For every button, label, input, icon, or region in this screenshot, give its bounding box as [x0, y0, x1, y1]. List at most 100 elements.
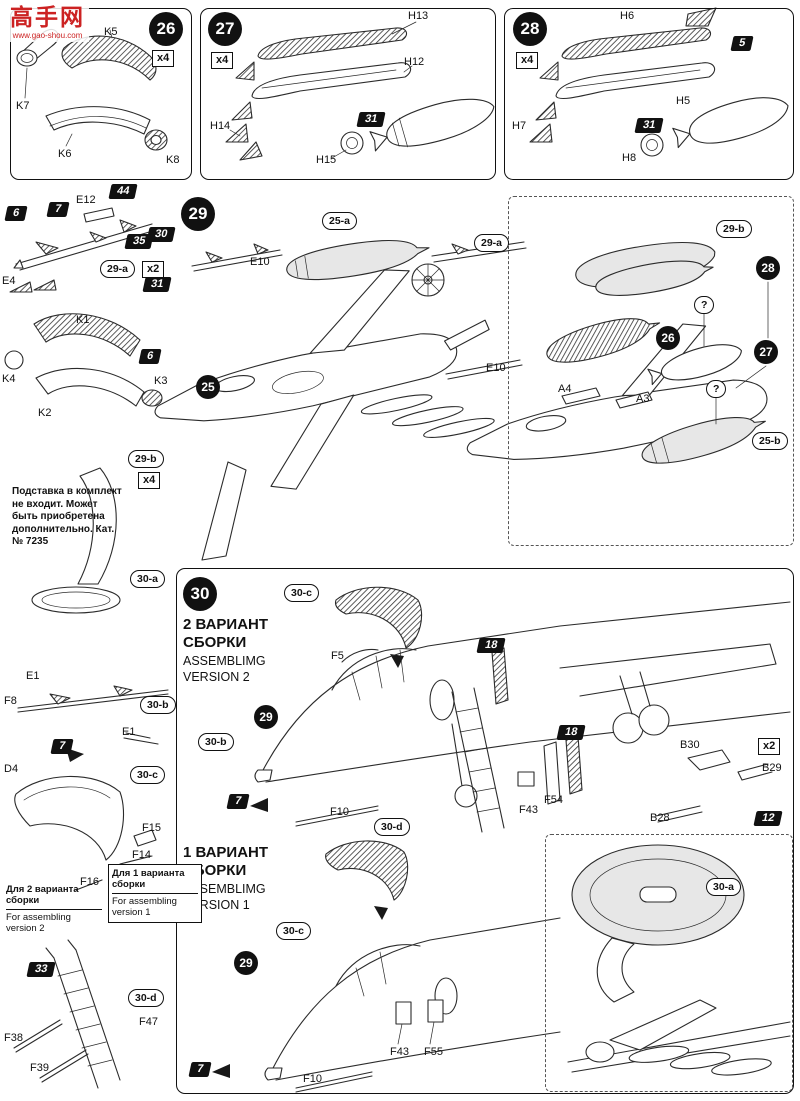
label-oval-25-a: 25-a: [322, 212, 358, 230]
note-version1-ru: Для 1 варианта сборки: [112, 868, 198, 894]
label-plain-k3: K3: [154, 375, 168, 387]
label-oval-29-b: 29-b: [128, 450, 164, 468]
label-plain-h5: H5: [676, 95, 691, 107]
note-version1-en: For assembling version 1: [112, 895, 177, 919]
panel-step26: [10, 8, 192, 180]
label-plain-h8: H8: [622, 152, 637, 164]
note-version2-en: For assembling version 2: [6, 911, 71, 935]
label-qty-x2: x2: [758, 738, 781, 755]
stand-dashed-box: [545, 834, 793, 1092]
note-version1: Для 1 варианта сборки For assembling ver…: [108, 864, 202, 923]
label-plain-e1: E1: [122, 726, 136, 738]
label-step-28: 28: [513, 12, 547, 46]
label-plain-b29: B29: [762, 762, 782, 774]
label-ref-27: 27: [754, 340, 778, 364]
label-plain-b30: B30: [680, 739, 700, 751]
label-step-27: 27: [208, 12, 242, 46]
label-plain-k5: K5: [104, 26, 118, 38]
label-qty-x2: x2: [142, 261, 165, 278]
left-column-parts-drawing: [13, 685, 169, 1089]
label-oval-q: ?: [706, 380, 727, 398]
label-plain-h6: H6: [620, 10, 635, 22]
label-oval-30-c: 30-c: [284, 584, 320, 602]
label-badge-7: 7: [226, 794, 250, 809]
label-oval-30-d: 30-d: [128, 989, 164, 1007]
label-badge-5: 5: [730, 36, 754, 51]
label-plain-h7: H7: [512, 120, 527, 132]
label-badge-31: 31: [142, 277, 172, 292]
version2-heading: 2 ВАРИАНТ СБОРКИ ASSEMBLIMG VERSION 2: [183, 616, 307, 685]
label-plain-f10: F10: [330, 806, 349, 818]
label-plain-f10: F10: [303, 1073, 322, 1085]
label-plain-f55: F55: [424, 1046, 443, 1058]
label-ref-26: 26: [656, 326, 680, 350]
label-plain-k7: K7: [16, 100, 30, 112]
label-plain-e10: E10: [486, 362, 506, 374]
panel-step30: [176, 568, 794, 1094]
label-oval-25-b: 25-b: [752, 432, 788, 450]
label-plain-e12: E12: [76, 194, 96, 206]
label-plain-f43: F43: [390, 1046, 409, 1058]
label-oval-29-b: 29-b: [716, 220, 752, 238]
label-qty-x4: x4: [211, 52, 234, 69]
label-plain-f5: F5: [331, 650, 344, 662]
label-plain-f47: F47: [139, 1016, 158, 1028]
label-plain-h13: H13: [408, 10, 429, 22]
label-plain-k1: K1: [76, 314, 90, 326]
label-plain-h14: H14: [210, 120, 231, 132]
label-oval-30-c: 30-c: [130, 766, 166, 784]
label-badge-7: 7: [188, 1062, 212, 1077]
label-oval-30-b: 30-b: [140, 696, 176, 714]
label-badge-6: 6: [4, 206, 28, 221]
label-plain-e1: E1: [26, 670, 40, 682]
label-plain-e4: E4: [2, 275, 16, 287]
optional-weapons-drawing: [546, 260, 769, 464]
label-badge-31: 31: [356, 112, 386, 127]
label-plain-a3: A3: [636, 393, 650, 405]
label-ref-28: 28: [756, 256, 780, 280]
display-stand-drawing: [31, 467, 121, 614]
label-plain-d4: D4: [4, 763, 19, 775]
step30-v1-drawing: [212, 840, 561, 1093]
label-badge-30: 30: [146, 227, 176, 242]
label-plain-h12: H12: [404, 56, 425, 68]
stand-and-loadout-drawing: [567, 844, 791, 1076]
label-plain-f54: F54: [544, 794, 563, 806]
label-ref-29: 29: [234, 951, 258, 975]
version2-heading-en: ASSEMBLIMG VERSION 2: [183, 654, 266, 684]
label-step-29: 29: [181, 197, 215, 231]
label-plain-f8: F8: [4, 695, 17, 707]
label-badge-18: 18: [556, 725, 586, 740]
label-plain-k2: K2: [38, 407, 52, 419]
label-badge-18: 18: [476, 638, 506, 653]
label-plain-b28: B28: [650, 812, 670, 824]
label-plain-f43: F43: [519, 804, 538, 816]
label-plain-f14: F14: [132, 849, 151, 861]
label-badge-12: 12: [753, 811, 783, 826]
label-oval-30-a: 30-a: [706, 878, 742, 896]
step28-parts-drawing: [529, 7, 789, 157]
label-qty-x4: x4: [138, 472, 161, 489]
label-plain-f39: F39: [30, 1062, 49, 1074]
step27-parts-drawing: [225, 21, 495, 161]
label-plain-a4: A4: [558, 383, 572, 395]
panel-step27: [200, 8, 496, 180]
label-badge-44: 44: [108, 184, 138, 199]
watermark-text: 高手网: [10, 4, 85, 30]
note-version2-ru: Для 2 варианта сборки: [6, 884, 102, 910]
label-step-30: 30: [183, 577, 217, 611]
label-plain-k8: K8: [166, 154, 180, 166]
label-plain-f16: F16: [80, 876, 99, 888]
label-plain-h15: H15: [316, 154, 337, 166]
step26-parts-drawing: [16, 28, 168, 151]
label-qty-x4: x4: [516, 52, 539, 69]
step29-exploded-drawing: [4, 207, 769, 614]
label-oval-30-d: 30-d: [374, 818, 410, 836]
label-oval-30-c: 30-c: [276, 922, 312, 940]
stand-note: Подставка в комплект не входит. Может бы…: [12, 486, 122, 547]
label-ref-29: 29: [254, 705, 278, 729]
optional-parts-dashed-box: [508, 196, 794, 546]
label-badge-7: 7: [50, 739, 74, 754]
